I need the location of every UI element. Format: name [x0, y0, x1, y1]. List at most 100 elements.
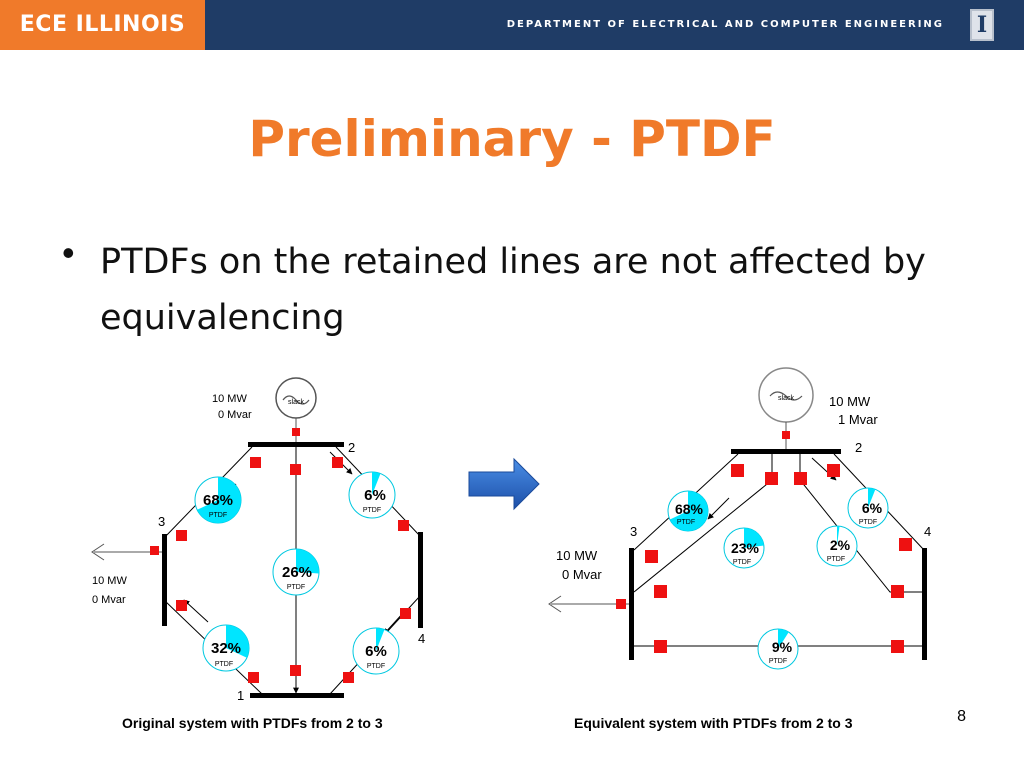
right-diagram: slack 10 MW 1 Mvar 2 3 4 10 MW 0 Mvar — [548, 367, 931, 670]
ptdf-pie: 23% PTDF — [723, 527, 765, 569]
slack-mw: 10 MW — [212, 393, 247, 405]
breaker — [150, 546, 159, 555]
ptdf-diagrams: slack 10 MW 0 Mvar 2 1 3 4 10 MW 0 Mvar — [91, 367, 931, 703]
ptdf-pie: 9% PTDF — [757, 628, 799, 670]
ptdf-value: 9% — [772, 639, 793, 655]
ptdf-pie: 2% PTDF — [816, 525, 858, 567]
load-mvar: 0 Mvar — [562, 567, 602, 582]
slack-generator-icon — [275, 377, 317, 419]
ptdf-pie: 68% PTDF — [667, 490, 709, 532]
ptdf-pie-wedge — [296, 549, 320, 574]
page-number: 8 — [957, 708, 966, 725]
load-mw: 10 MW — [556, 548, 598, 563]
ptdf-value: 68% — [203, 492, 233, 509]
ptdf-pie: 32% PTDF — [202, 624, 250, 672]
slide-title: Preliminary - PTDF — [248, 110, 776, 168]
ptdf-value: 32% — [211, 640, 241, 657]
bus-1 — [250, 693, 344, 698]
breaker — [765, 472, 778, 485]
bus-1-label: 1 — [237, 688, 244, 703]
department-name: DEPARTMENT OF ELECTRICAL AND COMPUTER EN… — [506, 19, 944, 30]
ptdf-value: 6% — [862, 500, 883, 516]
ptdf-value: 2% — [830, 537, 851, 553]
breaker — [292, 428, 300, 436]
bus-2 — [731, 449, 841, 454]
breaker — [332, 457, 343, 468]
breaker — [782, 431, 790, 439]
left-caption: Original system with PTDFs from 2 to 3 — [122, 715, 383, 731]
transform-arrow-icon — [468, 457, 540, 511]
ptdf-pie: 6% PTDF — [348, 471, 396, 519]
ptdf-label: PTDF — [209, 512, 227, 519]
bus-2-label: 2 — [348, 440, 355, 455]
illinois-emblem-icon: I — [970, 9, 994, 41]
ptdf-label: PTDF — [827, 556, 845, 563]
ece-illinois-logo: ECE ILLINOIS — [0, 0, 205, 50]
bus-2 — [248, 442, 344, 447]
ptdf-pie-wedge — [372, 472, 381, 495]
bus-3 — [162, 534, 167, 626]
ptdf-value: 23% — [731, 540, 760, 556]
breaker — [899, 538, 912, 551]
bullet-text: PTDFs on the retained lines are not affe… — [100, 242, 926, 338]
breaker — [290, 665, 301, 676]
slack-label: slack — [778, 395, 794, 402]
ptdf-pie-wedge — [868, 488, 876, 508]
ptdf-pie-wedge — [376, 628, 385, 651]
ptdf-label: PTDF — [363, 507, 381, 514]
ptdf-label: PTDF — [287, 584, 305, 591]
ptdf-pie-wedge — [669, 491, 709, 531]
breaker — [827, 464, 840, 477]
ptdf-value: 6% — [364, 487, 386, 504]
ptdf-pie-wedge — [778, 629, 789, 649]
bus-2-label: 2 — [855, 440, 862, 455]
bus-4-label: 4 — [418, 631, 425, 646]
breaker — [398, 520, 409, 531]
breaker — [248, 672, 259, 683]
load-mvar: 0 Mvar — [92, 594, 126, 606]
bullet-icon: • — [62, 232, 75, 273]
right-caption: Equivalent system with PTDFs from 2 to 3 — [574, 715, 853, 731]
bus-3 — [629, 548, 634, 660]
bus-4 — [922, 548, 927, 660]
breaker — [891, 640, 904, 653]
ptdf-label: PTDF — [215, 661, 233, 668]
breaker — [343, 672, 354, 683]
ptdf-label: PTDF — [733, 559, 751, 566]
ptdf-value: 68% — [675, 501, 704, 517]
breaker — [616, 599, 626, 609]
breaker — [400, 608, 411, 619]
breaker — [654, 640, 667, 653]
ptdf-label: PTDF — [859, 519, 877, 526]
ptdf-value: 26% — [282, 564, 312, 581]
ptdf-pie-wedge — [226, 625, 249, 658]
ptdf-value: 6% — [365, 643, 387, 660]
bus-4-label: 4 — [924, 524, 931, 539]
ptdf-label: PTDF — [677, 519, 695, 526]
left-diagram: slack 10 MW 0 Mvar 2 1 3 4 10 MW 0 Mvar — [91, 377, 425, 703]
breaker — [290, 464, 301, 475]
slack-mvar: 0 Mvar — [218, 409, 252, 421]
ptdf-label: PTDF — [769, 658, 787, 665]
slack-mvar: 1 Mvar — [838, 412, 878, 427]
breaker — [794, 472, 807, 485]
breaker — [250, 457, 261, 468]
bus-4 — [418, 532, 423, 628]
ptdf-pie: 6% PTDF — [847, 487, 889, 529]
breaker — [654, 585, 667, 598]
slack-mw: 10 MW — [829, 394, 871, 409]
ptdf-pie: 26% PTDF — [272, 548, 320, 596]
breaker — [891, 585, 904, 598]
bus-3-label: 3 — [630, 524, 637, 539]
breaker — [176, 600, 187, 611]
slack-label: slack — [288, 399, 304, 406]
ptdf-pie: 68% PTDF — [194, 476, 242, 524]
bus-3-label: 3 — [158, 514, 165, 529]
ptdf-pie-wedge — [744, 528, 764, 548]
breaker — [176, 530, 187, 541]
load-mw: 10 MW — [92, 575, 127, 587]
ptdf-pie: 6% PTDF — [352, 627, 400, 675]
header-bar: ECE ILLINOIS DEPARTMENT OF ELECTRICAL AN… — [0, 0, 1024, 50]
breaker — [731, 464, 744, 477]
breaker — [645, 550, 658, 563]
